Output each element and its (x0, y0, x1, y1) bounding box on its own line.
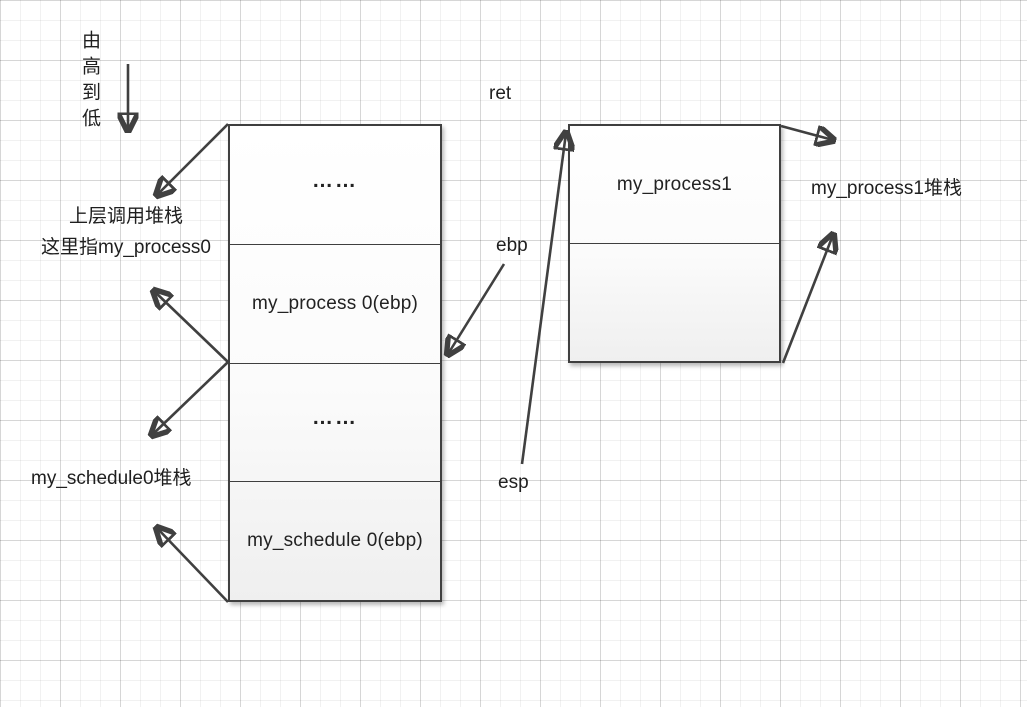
ebp-label: ebp (496, 235, 528, 256)
caller-stack-line2: 这里指my_process0 (41, 237, 211, 258)
schedule0-ebp-text: my_schedule 0(ebp) (247, 530, 423, 552)
esp-arrow (520, 133, 566, 465)
ebp-arrow (448, 263, 506, 354)
process1-stack-top-arrow (780, 124, 833, 140)
left-stack-segment-dots-top: …… (230, 126, 440, 244)
right-stack-box: my_process1 (568, 124, 781, 363)
process0-stack-lower-arrow (152, 361, 229, 435)
direction-note-label: 由高到低 (79, 30, 100, 134)
ret-label: ret (489, 83, 512, 104)
esp-label: esp (498, 472, 529, 493)
ellipsis-text: …… (312, 406, 358, 430)
process1-stack-bottom-arrow (781, 235, 833, 364)
caller-stack-arrow (157, 123, 229, 195)
process0-stack-upper-arrow (154, 291, 229, 363)
left-stack-segment-process0: my_process 0(ebp) (230, 243, 440, 363)
process0-ebp-text: my_process 0(ebp) (251, 292, 419, 314)
right-stack-segment-process1: my_process1 (570, 126, 779, 243)
right-stack-segment-empty (570, 243, 779, 361)
ellipsis-text: …… (312, 168, 358, 192)
schedule0-stack-label: my_schedule0堆栈 (31, 468, 192, 489)
left-stack-segment-dots-bottom: …… (230, 362, 440, 482)
left-stack-segment-schedule0: my_schedule 0(ebp) (230, 481, 440, 600)
caller-stack-line1: 上层调用堆栈 (68, 206, 183, 227)
process1-text: my_process1 (616, 173, 733, 195)
caller-stack-annotation: 上层调用堆栈 这里指my_process0 (18, 201, 234, 263)
schedule0-stack-arrow (157, 528, 229, 603)
left-stack-box: …… my_process 0(ebp) …… my_schedule 0(eb… (228, 124, 442, 602)
process1-stack-label: my_process1堆栈 (811, 178, 962, 199)
